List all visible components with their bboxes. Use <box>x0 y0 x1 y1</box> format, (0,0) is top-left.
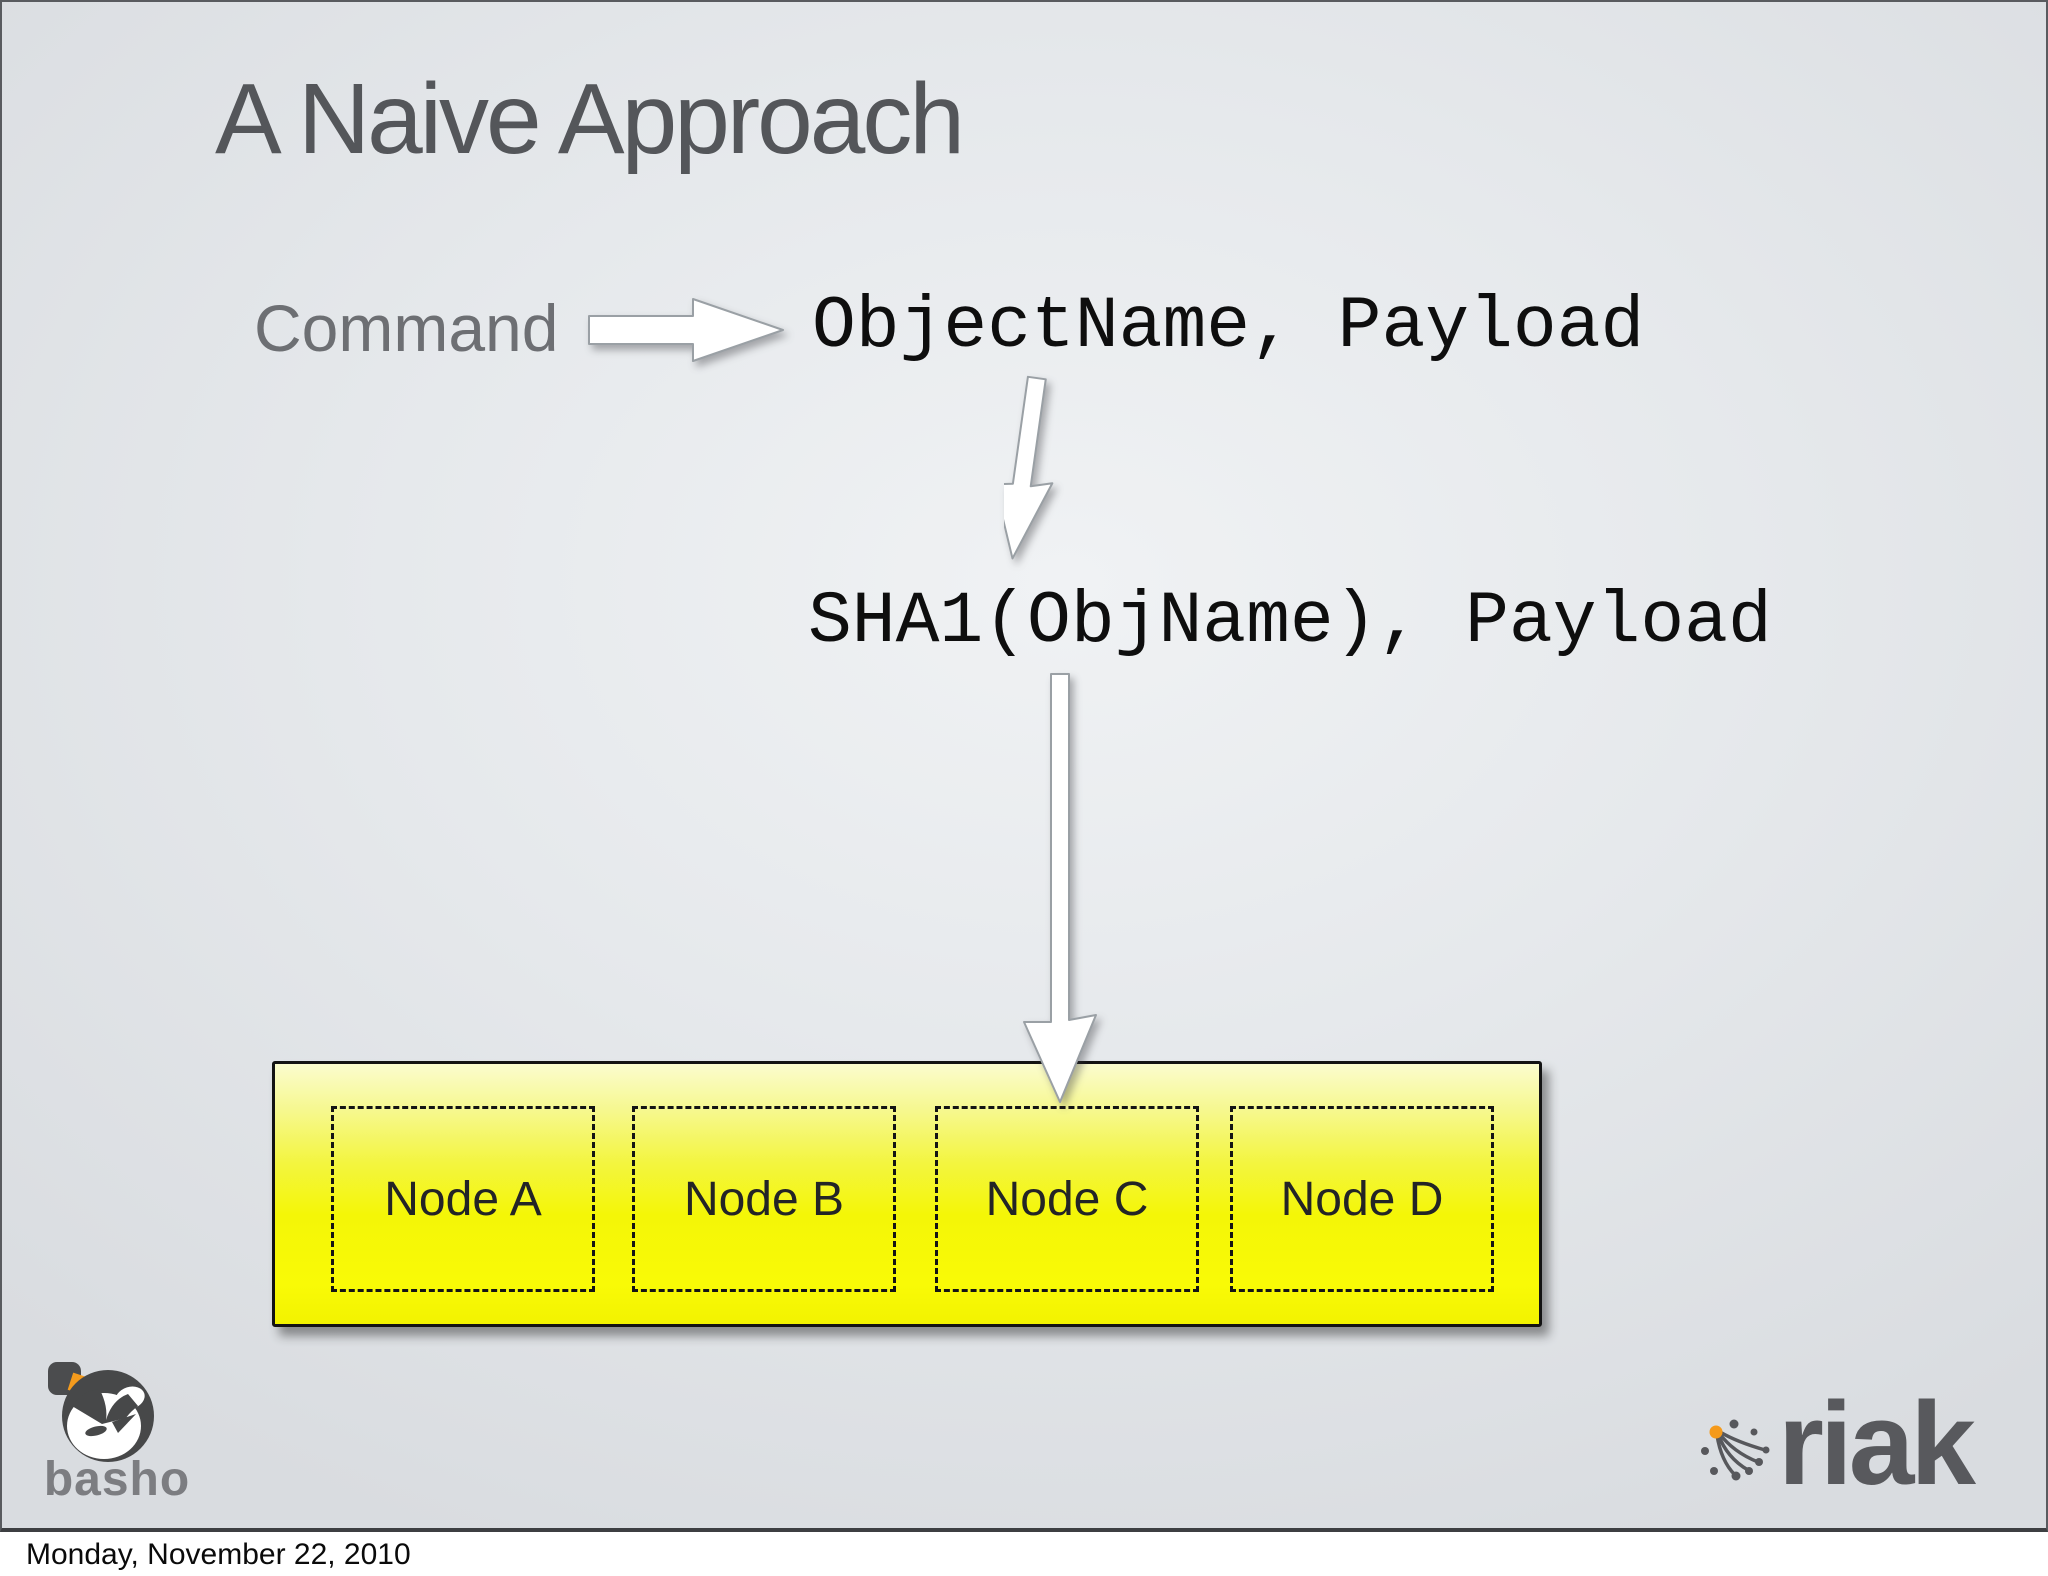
command-label: Command <box>254 291 559 365</box>
node-cluster-box: Node A Node B Node C Node D <box>272 1061 1542 1327</box>
node-label: Node C <box>985 1172 1149 1226</box>
down-arrow-icon <box>1004 375 1054 560</box>
node-label: Node D <box>1280 1172 1444 1226</box>
node-label: Node A <box>384 1172 542 1226</box>
presenter-notes-strip: Monday, November 22, 2010 <box>0 1532 2048 1576</box>
slide-canvas: A Naive Approach Command ObjectName, Pay… <box>0 0 2048 1532</box>
node-box: Node D <box>1230 1106 1494 1292</box>
riak-logo: riak <box>1696 1378 1996 1510</box>
riak-spark-icon <box>1701 1419 1770 1481</box>
down-arrow-long-icon <box>1023 673 1097 1103</box>
node-box: Node A <box>331 1106 595 1292</box>
node-label: Node B <box>683 1172 845 1226</box>
node-box: Node C <box>935 1106 1199 1292</box>
node-box: Node B <box>632 1106 896 1292</box>
basho-wordmark: basho <box>43 1453 191 1506</box>
sha-payload-text: SHA1(ObjName), Payload <box>808 580 1772 663</box>
right-arrow-icon <box>588 298 784 362</box>
basho-logo: basho <box>42 1354 192 1510</box>
slide-date: Monday, November 22, 2010 <box>26 1538 411 1571</box>
basho-mascot-icon <box>48 1362 154 1462</box>
riak-wordmark: riak <box>1778 1378 1976 1510</box>
object-payload-text: ObjectName, Payload <box>812 285 1645 368</box>
slide-title: A Naive Approach <box>215 63 965 175</box>
